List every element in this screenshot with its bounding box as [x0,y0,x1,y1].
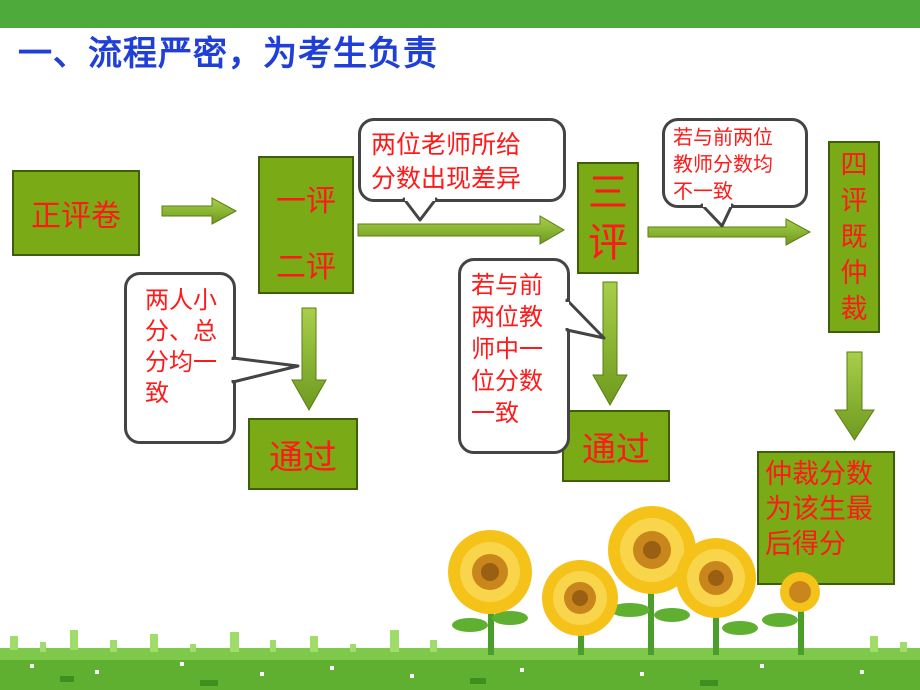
sunflower-stems [452,575,804,655]
node-final-line-2: 为该生最 [765,494,873,525]
sunflower-5 [780,572,820,612]
node-first-second-review: 一评 二评 [258,156,354,294]
callout-one-agree-line-3: 师中一 [471,335,543,363]
sunflower-1 [448,530,532,614]
callout-one-agree-line-4: 位分数 [471,367,543,395]
callout-one-agree-line-2: 两位教 [471,303,543,331]
node-third-review: 三 评 [577,162,639,274]
node-fourth-char-2: 评 [840,186,868,217]
callout-two-agree: 两人小 分、总 分均一 致 [124,272,236,444]
node-zheng-ping-juan: 正评卷 [12,170,140,256]
page-title: 一、流程严密，为考生负责 [18,34,438,74]
sunflower-3 [608,506,696,594]
arrow-third-down [592,281,628,407]
callout-score-difference: 两位老师所给 分数出现差异 [358,118,566,202]
node-pass-2: 通过 [562,410,670,482]
callout-score-difference-line-1: 两位老师所给 [371,130,522,159]
callout-one-agree: 若与前 两位教 师中一 位分数 一致 [458,258,570,454]
node-fourth-review-arbitration: 四 评 既 仲 裁 [828,141,880,333]
node-pass-1: 通过 [248,418,358,490]
callout-score-difference-line-2: 分数出现差异 [371,164,522,193]
arrow-third-to-fourth [647,218,812,246]
grass-strip [0,630,920,690]
node-fourth-char-3: 既 [840,222,868,253]
node-pass-1-label: 通过 [269,437,337,478]
callout-two-agree-line-4: 致 [145,379,169,407]
node-third-review-char-1: 三 [588,170,628,216]
sunflower-2 [542,560,618,636]
callout-two-agree-line-2: 分、总 [145,317,217,345]
node-first-review-label: 一评 [276,184,336,219]
callout-none-agree: 若与前两位 教师分数均 不一致 [662,118,808,208]
top-banner [0,0,920,28]
arrow-fourth-down [834,351,875,441]
callout-none-agree-line-1: 若与前两位 [673,125,773,149]
node-third-review-char-2: 评 [588,220,628,266]
arrow-start-to-first [161,197,238,225]
node-final-score: 仲裁分数 为该生最 后得分 [757,451,895,585]
callout-one-agree-line-5: 一致 [471,399,519,427]
node-second-review-label: 二评 [276,250,336,285]
arrow-second-down [291,307,327,412]
callout-none-agree-line-3: 不一致 [673,179,733,203]
arrow-second-to-third [357,215,565,245]
node-fourth-char-5: 裁 [840,294,868,325]
callout-one-agree-line-1: 若与前 [471,271,543,299]
node-final-line-1: 仲裁分数 [765,459,873,490]
node-zheng-ping-juan-label: 正评卷 [31,199,121,234]
callout-two-agree-line-1: 两人小 [145,286,217,314]
sunflower-4 [676,538,756,618]
node-fourth-char-4: 仲 [840,258,868,289]
node-pass-2-label: 通过 [582,429,650,470]
node-final-line-3: 后得分 [765,529,846,560]
callout-two-agree-line-3: 分均一 [145,348,217,376]
node-fourth-char-1: 四 [840,150,868,181]
callout-none-agree-line-2: 教师分数均 [673,152,773,176]
